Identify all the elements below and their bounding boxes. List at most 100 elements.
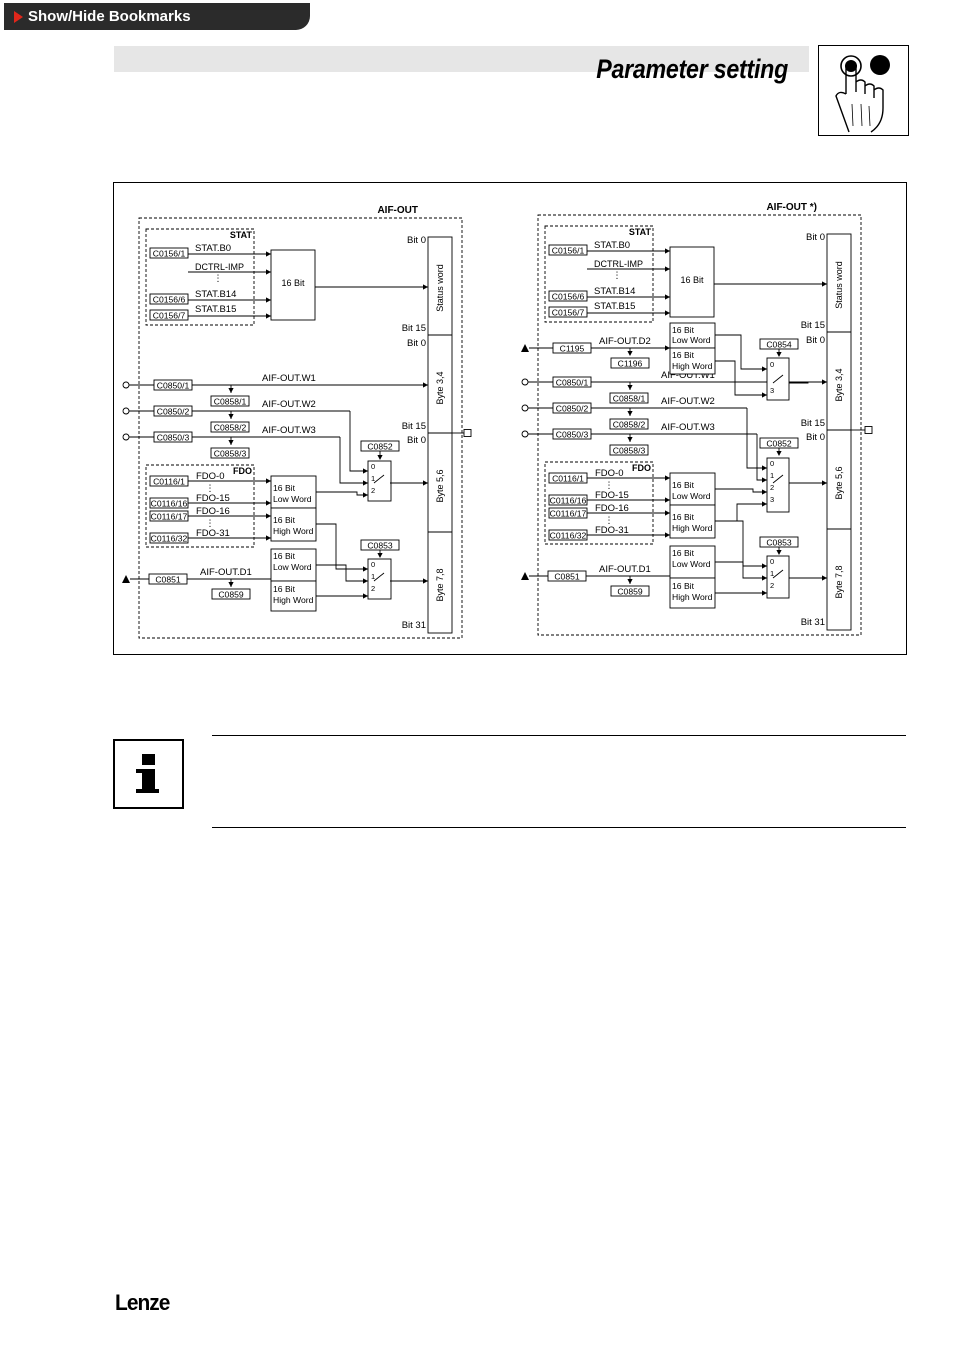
code-box — [210, 421, 250, 433]
arrow-head — [627, 579, 633, 584]
switch-pos: 0 — [371, 560, 375, 569]
code-label: C0850/1 — [157, 380, 190, 390]
arrow-head — [266, 513, 271, 519]
switch-pos: 1 — [770, 471, 774, 480]
switch-pos: 0 — [371, 462, 375, 471]
lenze-logo: Lenze — [115, 1290, 170, 1315]
code-label: C0858/2 — [214, 422, 247, 432]
switch-c0852 — [367, 460, 392, 502]
code-box — [548, 306, 588, 318]
word-label: High Word — [273, 526, 314, 536]
byte-label: Byte 7,8 — [435, 568, 445, 601]
code-label: C0850/3 — [556, 429, 589, 439]
switch-c0852-right — [766, 457, 790, 513]
w-label: AIF-OUT.W1 — [661, 370, 715, 381]
code-label: C0854 — [766, 339, 792, 349]
header-bar — [114, 46, 809, 72]
stat-16bit-label: 16 Bit — [680, 275, 704, 285]
ellipsis: ⋮ — [613, 270, 622, 280]
wire — [715, 360, 767, 396]
w-label: AIF-OUT.W2 — [262, 399, 316, 410]
fdo-label: FDO-31 — [595, 525, 629, 536]
arrow-head — [776, 550, 782, 555]
word-label: 16 Bit — [273, 483, 296, 493]
stat-group — [544, 225, 654, 323]
switch-pos: 3 — [770, 495, 774, 504]
bit-label: Bit 0 — [806, 432, 825, 443]
switch-pos: 1 — [371, 572, 375, 581]
code-label: C0116/17 — [550, 508, 587, 518]
code-box — [548, 244, 588, 256]
arrow-head — [762, 366, 767, 372]
input-circle — [521, 430, 529, 438]
d1-high-word-block — [669, 577, 716, 609]
code-label: C0853 — [766, 537, 792, 547]
byte-label: Byte 3,4 — [834, 368, 844, 401]
arrow-head — [822, 379, 827, 385]
code-label: C0858/3 — [214, 448, 247, 458]
word-label: Low Word — [672, 491, 711, 501]
arrow-head — [665, 497, 670, 503]
byte-label: Byte 7,8 — [834, 565, 844, 598]
bit-label: Bit 15 — [402, 421, 426, 432]
stat-group — [145, 228, 255, 326]
arrow-head — [423, 578, 428, 584]
code-label: C0858/3 — [613, 445, 646, 455]
switch-pos: 2 — [770, 581, 774, 590]
arrow-head — [762, 590, 767, 596]
wire — [715, 561, 767, 579]
show-hide-bookmarks-button[interactable]: Show/Hide Bookmarks — [4, 3, 310, 30]
wire — [789, 381, 827, 384]
note-bottom-rule — [212, 827, 906, 828]
fdo-label: FDO-16 — [196, 506, 230, 517]
code-label: C0858/2 — [613, 419, 646, 429]
fdo-high-word-block — [669, 504, 716, 539]
wire — [316, 564, 368, 582]
code-box — [211, 588, 251, 600]
word-label: 16 Bit — [273, 551, 296, 561]
fdo-label: FDO-15 — [196, 493, 230, 504]
switch-pos: 0 — [770, 360, 774, 369]
fdo-label: FDO-0 — [196, 471, 225, 482]
wire — [772, 569, 784, 579]
code-label: C0156/1 — [552, 245, 585, 255]
code-box — [210, 395, 250, 407]
code-label: C0858/1 — [214, 396, 247, 406]
code-label: C0859 — [218, 589, 244, 599]
code-label: C0116/17 — [151, 511, 188, 521]
wire — [772, 474, 784, 484]
bit-label: Bit 0 — [806, 232, 825, 243]
stat-16bit-block — [669, 246, 715, 318]
word-label: 16 Bit — [672, 512, 695, 522]
bookmarks-label: Show/Hide Bookmarks — [28, 8, 191, 25]
arrow-head — [266, 500, 271, 506]
stat-label: STAT.B14 — [195, 289, 236, 300]
stat-title: STAT — [629, 227, 652, 237]
fdo-label: FDO-16 — [595, 503, 629, 514]
switch-pos: 0 — [770, 557, 774, 566]
wire — [715, 488, 767, 493]
word-label: Low Word — [273, 494, 312, 504]
output-bytes-column — [826, 233, 852, 631]
fdo-label: FDO-0 — [595, 468, 624, 479]
code-label: C0156/7 — [153, 310, 186, 320]
code-label: C1195 — [560, 343, 585, 353]
word-label: 16 Bit — [672, 548, 695, 558]
arrow-head — [762, 477, 767, 483]
arrow-head — [665, 510, 670, 516]
arrow-head — [627, 437, 633, 442]
fdo-title: FDO — [233, 466, 252, 476]
arrow-head — [627, 351, 633, 356]
code-label: C0858/1 — [613, 393, 646, 403]
arrow-head — [822, 480, 827, 486]
stat-label: STAT.B0 — [594, 240, 630, 251]
word-label: High Word — [672, 361, 713, 371]
ellipsis: ⋮ — [605, 480, 614, 490]
word-label: 16 Bit — [672, 325, 695, 335]
arrow-head — [762, 501, 767, 507]
byte-label: Status word — [834, 261, 844, 309]
word-label: 16 Bit — [273, 515, 296, 525]
input-circle — [521, 404, 529, 412]
byte-label: Status word — [435, 264, 445, 312]
